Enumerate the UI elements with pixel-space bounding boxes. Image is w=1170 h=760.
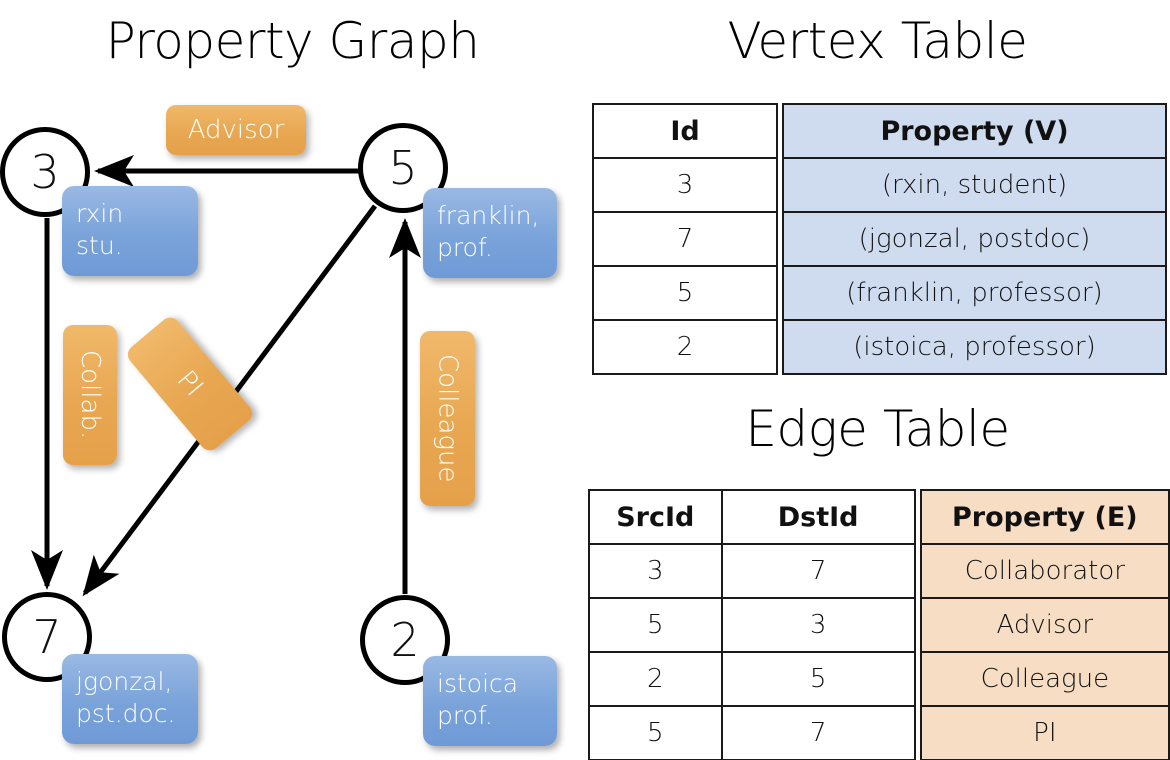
edge-label-collab-text: Collab. — [75, 350, 105, 440]
edge-property-cell: Colleague — [919, 651, 1170, 707]
vertex-property-cell: (rxin, student) — [782, 157, 1167, 213]
vertex-table-column-gap — [777, 320, 783, 374]
vertex-property-line-1: rxin — [76, 199, 124, 228]
graph-node-2[interactable]: 2 — [360, 595, 450, 685]
edge-srcid-cell: 5 — [588, 705, 723, 760]
table-row[interactable]: 7 (jgonzal, postdoc) — [592, 211, 1167, 267]
graph-node-5[interactable]: 5 — [358, 123, 448, 213]
vertex-property-line-2: prof. — [437, 701, 493, 730]
table-row[interactable]: 3 (rxin, student) — [592, 157, 1167, 213]
edge-srcid-cell: 2 — [588, 651, 723, 707]
vertex-table-column-gap — [777, 266, 783, 320]
vertex-property-box-7: jgonzal, pst.doc. — [62, 654, 198, 744]
vertex-property-line-1: istoica — [437, 669, 519, 698]
edge-table-header-row: SrcId DstId Property (E) — [588, 489, 1170, 545]
edge-property-cell: Advisor — [919, 597, 1170, 653]
table-row[interactable]: 2 (istoica, professor) — [592, 319, 1167, 375]
table-row[interactable]: 5 (franklin, professor) — [592, 265, 1167, 321]
edge-table-column-gap — [914, 490, 921, 544]
edge-table-column-gap — [914, 598, 921, 652]
vertex-property-line-2: stu. — [76, 231, 123, 260]
vertex-table-column-gap — [777, 158, 783, 212]
vertex-property-box-3: rxin stu. — [62, 186, 198, 276]
edge-srcid-cell: 5 — [588, 597, 723, 653]
edge-dstid-cell: 5 — [720, 651, 916, 707]
edge-table-header-srcid: SrcId — [588, 489, 723, 545]
edge-table-column-gap — [914, 652, 921, 706]
edge-label-colleague: Colleague — [420, 331, 475, 506]
vertex-table-column-gap — [777, 104, 783, 158]
table-row[interactable]: 3 7 Collaborator — [588, 543, 1170, 599]
edge-table-column-gap — [914, 706, 921, 760]
vertex-property-box-5: franklin, prof. — [423, 188, 557, 278]
page-title-edge-table: Edge Table — [745, 400, 1010, 458]
edge-srcid-cell: 3 — [588, 543, 723, 599]
page-title-property-graph: Property Graph — [105, 12, 480, 70]
edge-label-advisor: Advisor — [166, 105, 306, 155]
vertex-table-header-property: Property (V) — [782, 103, 1167, 159]
vertex-id-cell: 3 — [592, 157, 778, 213]
vertex-property-box-2: istoica prof. — [423, 656, 557, 746]
edge-table: SrcId DstId Property (E) 3 7 Collaborato… — [588, 489, 1170, 760]
edge-label-collab: Collab. — [63, 325, 117, 465]
property-graph-diagram: 3 5 7 2 rxin stu. franklin, prof. jgonza… — [0, 105, 557, 746]
edge-label-colleague-text: Colleague — [432, 354, 463, 483]
vertex-id-cell: 2 — [592, 319, 778, 375]
vertex-property-line-1: jgonzal, — [76, 667, 173, 696]
vertex-id-cell: 7 — [592, 211, 778, 267]
vertex-table-column-gap — [777, 212, 783, 266]
vertex-property-line-2: pst.doc. — [76, 699, 176, 728]
edge-property-cell: PI — [919, 705, 1170, 760]
vertex-property-cell: (jgonzal, postdoc) — [782, 211, 1167, 267]
edge-property-cell: Collaborator — [919, 543, 1170, 599]
edge-dstid-cell: 3 — [720, 597, 916, 653]
edge-table-column-gap — [914, 544, 921, 598]
page-title-vertex-table: Vertex Table — [727, 12, 1028, 70]
vertex-table: Id Property (V) 3 (rxin, student) 7 (jgo… — [592, 103, 1167, 375]
edge-dstid-cell: 7 — [720, 705, 916, 760]
edge-table-header-dstid: DstId — [720, 489, 916, 545]
edge-table-header-property: Property (E) — [919, 489, 1170, 545]
vertex-property-cell: (franklin, professor) — [782, 265, 1167, 321]
table-row[interactable]: 5 7 PI — [588, 705, 1170, 760]
edge-label-pi-text: PI — [170, 365, 209, 403]
edge-label-advisor-text: Advisor — [187, 115, 285, 145]
vertex-table-header-id: Id — [592, 103, 778, 159]
vertex-property-line-2: prof. — [437, 233, 493, 262]
table-row[interactable]: 2 5 Colleague — [588, 651, 1170, 707]
edge-dstid-cell: 7 — [720, 543, 916, 599]
vertex-id-cell: 5 — [592, 265, 778, 321]
vertex-property-line-1: franklin, — [437, 201, 540, 230]
vertex-property-cell: (istoica, professor) — [782, 319, 1167, 375]
vertex-table-header-row: Id Property (V) — [592, 103, 1167, 159]
table-row[interactable]: 5 3 Advisor — [588, 597, 1170, 653]
